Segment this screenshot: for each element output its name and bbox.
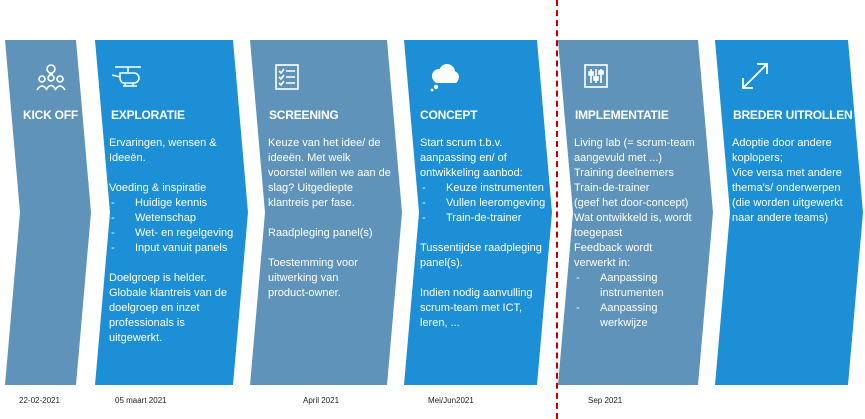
spacer bbox=[109, 166, 233, 181]
body-line: verwerkt in: bbox=[574, 257, 631, 269]
phase-title: IMPLEMENTATIE bbox=[575, 108, 669, 122]
body-line: (geef het door-concept) bbox=[574, 197, 689, 209]
cloud-icon bbox=[428, 62, 462, 92]
phase-exploratie: EXPLORATIE Ervaringen, wensen & Ideeën. Vo… bbox=[95, 40, 248, 385]
body-line: koplopers; bbox=[732, 152, 783, 164]
date-label: Mei/Jun2021 bbox=[428, 396, 474, 405]
body-line: thema's/ onderwerpen bbox=[732, 182, 841, 194]
bullet-item: Wetenschap bbox=[109, 211, 233, 226]
bullet-item: Keuze instrumenten bbox=[420, 181, 545, 196]
phase-kick-off: KICK OFF bbox=[5, 40, 91, 385]
body-line: toegepast bbox=[574, 227, 623, 239]
phase-concept: CONCEPT Start scrum t.b.v. aanpassing en/… bbox=[404, 40, 552, 385]
body-line: Training deelnemers bbox=[574, 167, 674, 179]
body-line: klantreis per fase. bbox=[268, 197, 355, 209]
helicopter-icon bbox=[111, 62, 147, 92]
body-line: (die worden uitgewerkt bbox=[732, 197, 843, 209]
phase-implementatie: IMPLEMENTATIE Living lab (= scrum-team aa… bbox=[558, 40, 713, 385]
body-line: Wat ontwikkeld is, wordt bbox=[574, 212, 692, 224]
body-line: scrum-team met ICT, bbox=[420, 302, 523, 314]
bullet-item: Wet- en regelgeving bbox=[109, 226, 233, 241]
body-line: aangevuld met ...) bbox=[574, 152, 663, 164]
body-line: werkwijze bbox=[600, 317, 648, 329]
body-line: Globale klantreis van de bbox=[109, 287, 228, 299]
body-line: Living lab (= scrum-team bbox=[574, 137, 695, 149]
spacer bbox=[420, 271, 545, 286]
phase-title: BREDER UITROLLEN bbox=[733, 108, 853, 122]
body-line: Ideeën. bbox=[109, 152, 146, 164]
body-line: slag? Uitgediepte bbox=[268, 182, 354, 194]
body-line: Adoptie door andere bbox=[732, 137, 832, 149]
phase-screening: SCREENING Keuze van het idee/ de ideeën. … bbox=[250, 40, 402, 385]
body-line: Keuze van het idee/ de bbox=[268, 137, 381, 149]
body-line: Train-de-trainer bbox=[574, 182, 650, 194]
body-line: Feedback wordt bbox=[574, 242, 653, 254]
phase-body: Keuze van het idee/ de ideeën. Met welk vo… bbox=[268, 136, 391, 301]
checklist-icon bbox=[272, 62, 302, 92]
body-line: uitwerking van bbox=[268, 272, 339, 284]
phase-body: Living lab (= scrum-team aangevuld met ..… bbox=[574, 136, 695, 331]
body-line: naar andere teams) bbox=[732, 212, 828, 224]
body-line: ideeën. Met welk bbox=[268, 152, 351, 164]
phase-body: Ervaringen, wensen & Ideeën. Voeding & ins… bbox=[109, 136, 233, 346]
body-line: voorstel willen we aan de bbox=[268, 167, 391, 179]
body-line: professionals is bbox=[109, 317, 185, 329]
body-line: Voeding & inspiratie bbox=[109, 182, 207, 194]
body-line: Vice versa met andere bbox=[732, 167, 842, 179]
red-dashed-divider bbox=[556, 0, 558, 419]
body-line: Toestemming voor bbox=[268, 257, 358, 269]
bullet-item: Input vanuit panels bbox=[109, 241, 233, 256]
phase-title: EXPLORATIE bbox=[111, 108, 185, 122]
bullet-item: Huidige kennis bbox=[109, 196, 233, 211]
body-line: panel(s). bbox=[420, 257, 463, 269]
phase-body: Adoptie door andere koplopers; Vice versa … bbox=[732, 136, 843, 226]
body-line: ontwikkeling aanbod: bbox=[420, 167, 523, 179]
spacer bbox=[420, 226, 545, 241]
body-line: Start scrum t.b.v. bbox=[420, 137, 503, 149]
spacer bbox=[268, 211, 391, 226]
expand-arrows-icon bbox=[737, 58, 773, 94]
body-line: uitgewerkt. bbox=[109, 332, 163, 344]
people-idea-icon bbox=[36, 62, 66, 92]
date-label: 05 maart 2021 bbox=[115, 396, 167, 405]
bullet-item: Aanpassing bbox=[574, 271, 695, 286]
bullet-item: Vullen leeromgeving bbox=[420, 196, 545, 211]
body-line: leren, ... bbox=[420, 317, 460, 329]
bullet-item: Aanpassing bbox=[574, 301, 695, 316]
body-line: Tussentijdse raadpleging bbox=[420, 242, 542, 254]
phase-title: SCREENING bbox=[269, 108, 339, 122]
body-line: Ervaringen, wensen & bbox=[109, 137, 217, 149]
date-label: Sep 2021 bbox=[588, 396, 623, 405]
body-line: Indien nodig aanvulling bbox=[420, 287, 533, 299]
bullet-item: Train-de-trainer bbox=[420, 211, 545, 226]
body-line: instrumenten bbox=[600, 287, 664, 299]
body-line: doelgroep en inzet bbox=[109, 302, 200, 314]
body-line: aanpassing en/ of bbox=[420, 152, 507, 164]
phase-title: CONCEPT bbox=[420, 108, 478, 122]
date-label: April 2021 bbox=[303, 396, 340, 405]
body-line: Doelgroep is helder. bbox=[109, 272, 207, 284]
spacer bbox=[109, 256, 233, 271]
date-label: 22-02-2021 bbox=[19, 396, 60, 405]
spacer bbox=[268, 241, 391, 256]
phase-title: KICK OFF bbox=[23, 108, 79, 122]
phase-breder-uitrollen: BREDER UITROLLEN Adoptie door andere kopl… bbox=[715, 40, 863, 385]
body-line: product-owner. bbox=[268, 287, 341, 299]
phase-body: Start scrum t.b.v. aanpassing en/ of ontwi… bbox=[420, 136, 545, 331]
body-line: Raadpleging panel(s) bbox=[268, 227, 373, 239]
sliders-icon bbox=[582, 62, 612, 92]
